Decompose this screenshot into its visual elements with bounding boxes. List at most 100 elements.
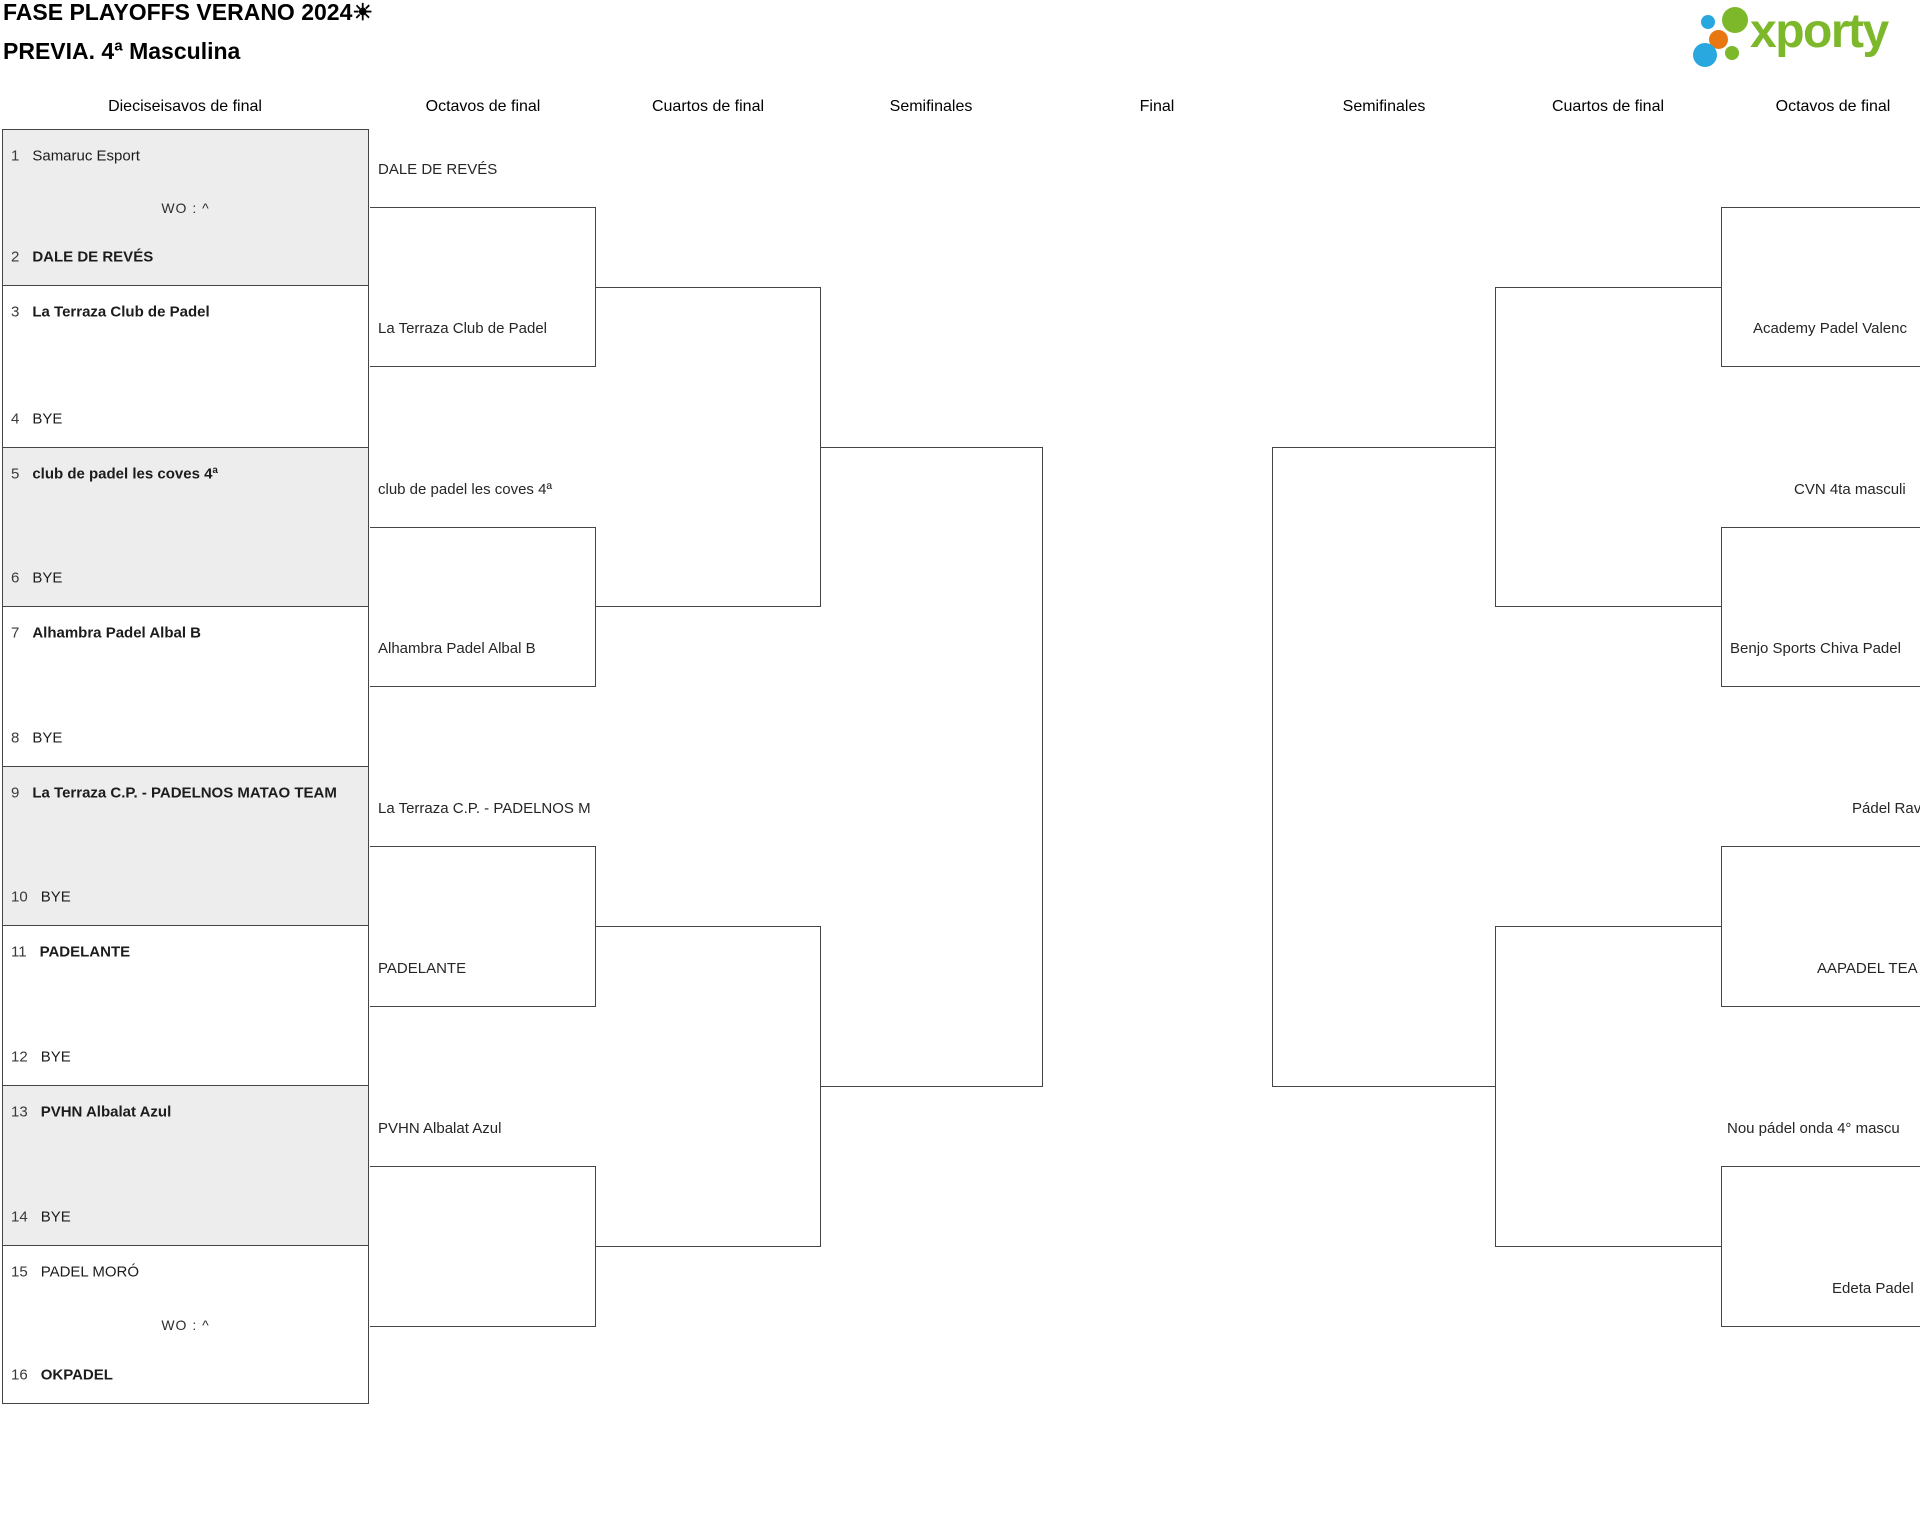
seed-row: 12 BYE: [11, 1049, 364, 1066]
octavos-team-label: La Terraza Club de Padel: [378, 320, 547, 337]
octavos-team-label: Benjo Sports Chiva Padel: [1730, 640, 1901, 657]
bracket-line-vertical: [1495, 926, 1496, 1247]
seed-row: 4 BYE: [11, 411, 364, 428]
bracket-line-horizontal: [1495, 606, 1721, 607]
seed-number: 1: [11, 147, 20, 165]
bracket-line-horizontal: [370, 1166, 595, 1167]
bracket-line-vertical: [595, 1166, 596, 1327]
seed-name: club de padel les coves 4ª: [32, 465, 218, 483]
octavos-team-label: PVHN Albalat Azul: [378, 1120, 502, 1137]
seed-number: 12: [11, 1048, 28, 1066]
bracket-line-vertical: [595, 207, 596, 367]
bracket-line-horizontal: [370, 846, 595, 847]
seed-number: 7: [11, 624, 20, 642]
seed-number: 5: [11, 465, 20, 483]
seed-name: Alhambra Padel Albal B: [32, 624, 201, 642]
round-header-octavos-right: Octavos de final: [1775, 98, 1891, 115]
bracket-line-vertical: [595, 527, 596, 687]
seed-number: 16: [11, 1366, 28, 1384]
seed-name: La Terraza C.P. - PADELNOS MATAO TEAM: [32, 784, 337, 802]
bracket-line-horizontal: [1495, 926, 1721, 927]
seed-row: 5 club de padel les coves 4ª: [11, 466, 364, 483]
page-title: FASE PLAYOFFS VERANO 2024☀ PREVIA. 4ª Ma…: [3, 0, 373, 71]
seed-row: 1 Samaruc Esport: [11, 148, 364, 165]
seed-name: PVHN Albalat Azul: [40, 1103, 172, 1121]
seed-row: 6 BYE: [11, 570, 364, 587]
octavos-team-label: CVN 4ta masculi: [1794, 481, 1906, 498]
bracket-line-vertical: [1042, 447, 1043, 1087]
bracket-line-horizontal: [370, 527, 595, 528]
seed-name: PADEL MORÓ: [40, 1263, 140, 1281]
round-header-octavos-left: Octavos de final: [425, 98, 541, 115]
bracket-line-vertical: [595, 846, 596, 1007]
bracket-line-horizontal: [370, 1326, 595, 1327]
seed-name: BYE: [32, 410, 63, 428]
bracket-line-vertical: [1495, 287, 1496, 607]
octavos-team-label: PADELANTE: [378, 960, 467, 977]
octavos-team-label: Academy Padel Valenc: [1753, 320, 1907, 337]
bracket-line-vertical: [1721, 207, 1722, 367]
bracket-line-horizontal: [1721, 846, 1920, 847]
seed-name: BYE: [32, 569, 63, 587]
seed-number: 9: [11, 784, 20, 802]
bracket-line-horizontal: [370, 1006, 595, 1007]
bracket-line-horizontal: [1721, 366, 1920, 367]
seed-number: 13: [11, 1103, 28, 1121]
seed-number: 14: [11, 1208, 28, 1226]
bracket-line-horizontal: [370, 686, 595, 687]
walkover-note: WO : ^: [161, 199, 210, 216]
bracket-line-horizontal: [1721, 527, 1920, 528]
seed-name: BYE: [40, 1048, 71, 1066]
seed-number: 8: [11, 729, 20, 747]
logo-dot-icon: [1725, 46, 1739, 60]
octavos-team-label: Nou pádel onda 4° mascu: [1727, 1120, 1900, 1137]
title-line-1: FASE PLAYOFFS VERANO 2024☀: [3, 0, 373, 25]
seed-number: 4: [11, 410, 20, 428]
walkover-note: WO : ^: [161, 1316, 210, 1333]
bracket-line-horizontal: [370, 366, 595, 367]
seed-row: 9 La Terraza C.P. - PADELNOS MATAO TEAM: [11, 785, 364, 802]
bracket-line-horizontal: [1721, 1006, 1920, 1007]
round-header-final: Final: [1139, 98, 1175, 115]
match-block-3: 5 club de padel les coves 4ª 6 BYE: [2, 447, 369, 607]
octavos-team-label: Alhambra Padel Albal B: [378, 640, 536, 657]
bracket-line-horizontal: [595, 926, 820, 927]
round-header-semis-right: Semifinales: [1342, 98, 1426, 115]
seed-name: Samaruc Esport: [32, 147, 140, 165]
logo-dot-icon: [1722, 7, 1748, 33]
seed-number: 2: [11, 248, 20, 266]
octavos-team-label: AAPADEL TEA: [1817, 960, 1918, 977]
seed-number: 3: [11, 303, 20, 321]
bracket-line-horizontal: [820, 447, 1042, 448]
octavos-team-label: Pádel Rav: [1852, 800, 1920, 817]
bracket-line-vertical: [1272, 447, 1273, 1087]
bracket-line-horizontal: [1721, 1326, 1920, 1327]
bracket-line-horizontal: [1495, 287, 1721, 288]
bracket-line-vertical: [1721, 1166, 1722, 1327]
bracket-line-horizontal: [370, 207, 595, 208]
seed-name: BYE: [40, 888, 71, 906]
octavos-team-label: DALE DE REVÉS: [378, 161, 498, 178]
seed-number: 11: [11, 943, 27, 961]
bracket-line-vertical: [1721, 846, 1722, 1007]
bracket-line-horizontal: [1721, 686, 1920, 687]
round-header-semis-left: Semifinales: [889, 98, 973, 115]
bracket-line-horizontal: [595, 1246, 820, 1247]
round-header-cuartos-left: Cuartos de final: [651, 98, 765, 115]
seed-row: 7 Alhambra Padel Albal B: [11, 625, 364, 642]
seed-number: 6: [11, 569, 20, 587]
seed-number: 10: [11, 888, 28, 906]
seed-row: 16 OKPADEL: [11, 1367, 364, 1384]
round-header-dieciseisavos: Dieciseisavos de final: [108, 98, 262, 115]
octavos-team-label: Edeta Padel: [1832, 1280, 1914, 1297]
octavos-team-label: club de padel les coves 4ª: [378, 481, 552, 498]
bracket-line-vertical: [1721, 527, 1722, 687]
seed-name: OKPADEL: [40, 1366, 113, 1384]
bracket-line-horizontal: [820, 1086, 1042, 1087]
